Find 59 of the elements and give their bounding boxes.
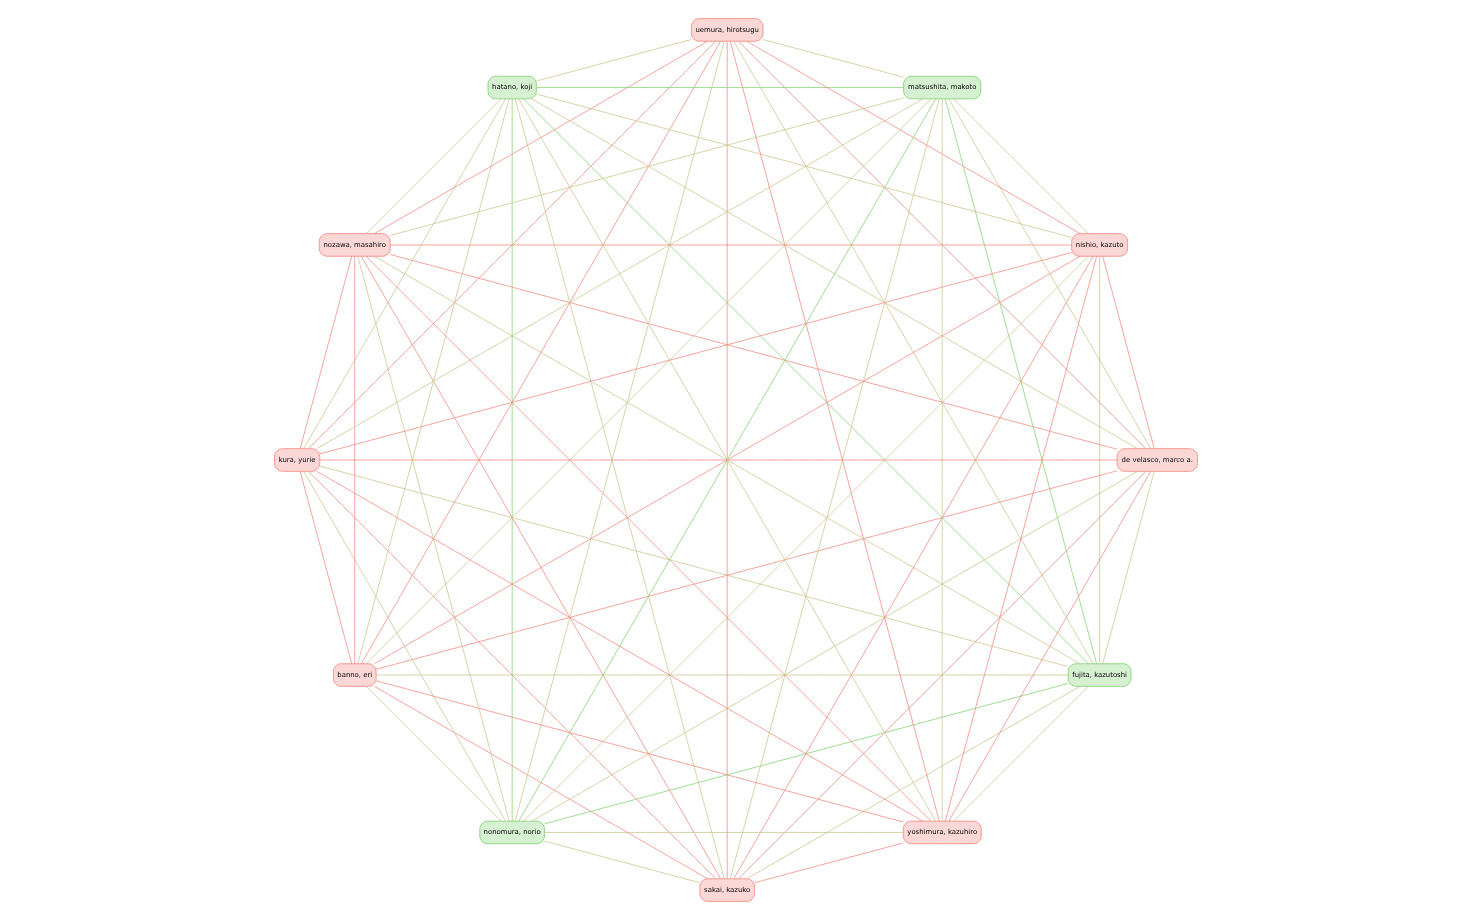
connector	[530, 98, 1137, 450]
connector	[517, 98, 935, 822]
connector	[761, 39, 903, 78]
connector	[307, 40, 716, 449]
connector	[389, 244, 1072, 246]
connector	[1101, 255, 1154, 449]
connector	[745, 40, 1080, 234]
connector	[374, 680, 903, 823]
connector	[947, 98, 1151, 450]
connector	[737, 471, 1146, 880]
connector	[388, 254, 1117, 450]
connector	[943, 98, 1096, 664]
connector	[543, 832, 903, 833]
connector	[543, 683, 1068, 825]
connector	[298, 471, 352, 664]
connector	[315, 470, 922, 822]
connector	[1101, 471, 1154, 664]
connector	[952, 686, 1088, 822]
connector	[952, 98, 1088, 234]
connector	[364, 98, 501, 234]
connector	[522, 256, 1088, 822]
connector	[302, 98, 505, 450]
connector	[360, 256, 720, 879]
connector	[535, 93, 1072, 238]
connector	[318, 252, 1071, 455]
connector	[535, 87, 903, 88]
connector	[753, 842, 903, 884]
connector	[318, 465, 1068, 667]
connector	[298, 255, 352, 449]
connector	[373, 255, 1080, 664]
connector	[373, 40, 707, 234]
connector	[302, 471, 505, 822]
connector	[940, 98, 942, 822]
connector	[364, 98, 931, 664]
connector	[732, 256, 1093, 879]
connector	[360, 41, 720, 664]
connector	[947, 470, 1151, 822]
connector	[373, 686, 707, 880]
connector	[535, 39, 691, 82]
connector	[737, 40, 1146, 449]
connector	[356, 256, 509, 822]
connector	[364, 256, 931, 822]
connector	[725, 41, 727, 880]
connector	[522, 98, 1088, 664]
connector	[389, 97, 903, 236]
connector	[943, 256, 1096, 822]
connector	[374, 674, 1068, 676]
connector	[353, 255, 355, 664]
connector	[356, 98, 509, 664]
connector	[1098, 255, 1100, 664]
connector	[510, 98, 512, 822]
connector	[745, 686, 1080, 880]
connector	[318, 459, 1117, 461]
connector	[307, 470, 716, 879]
connector	[732, 41, 1093, 664]
connector	[374, 470, 1117, 670]
connector	[543, 840, 700, 884]
connector	[530, 470, 1137, 822]
connector	[364, 686, 501, 822]
